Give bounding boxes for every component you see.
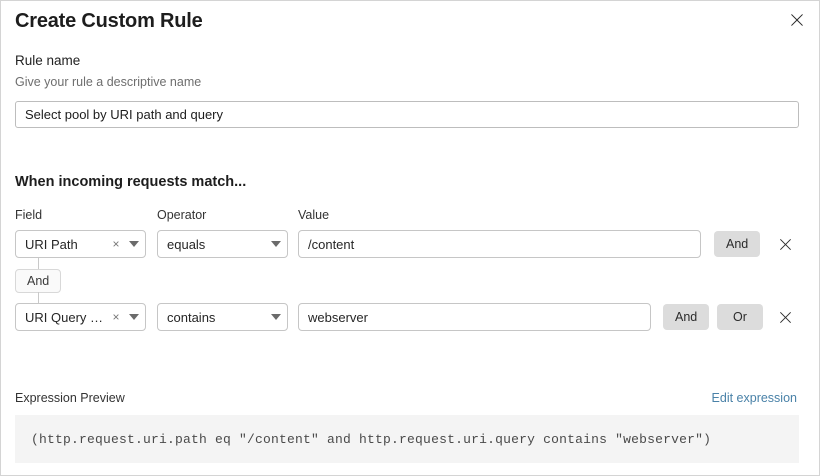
connector-line-top <box>38 258 39 270</box>
column-header-field: Field <box>15 208 43 222</box>
and-button-row-2[interactable]: And <box>663 304 710 330</box>
remove-condition-button-1[interactable] <box>773 231 797 257</box>
close-icon[interactable] <box>784 7 810 33</box>
field-select-2[interactable]: URI Query St... × <box>15 303 146 331</box>
close-icon-glyph <box>779 311 791 323</box>
operator-select-2[interactable]: contains <box>157 303 288 331</box>
match-section-heading: When incoming requests match... <box>15 174 247 190</box>
clear-icon[interactable]: × <box>112 237 120 251</box>
chevron-down-icon[interactable] <box>123 241 145 247</box>
close-icon-glyph <box>779 238 791 250</box>
expression-preview-box: (http.request.uri.path eq "/content" and… <box>15 415 799 463</box>
column-header-operator: Operator <box>157 208 207 222</box>
clear-icon[interactable]: × <box>112 310 120 324</box>
column-header-value: Value <box>298 208 330 222</box>
condition-row: URI Query St... × contains And Or <box>1 303 820 331</box>
operator-select-1[interactable]: equals <box>157 230 288 258</box>
rule-name-label: Rule name <box>15 53 81 68</box>
value-input-1[interactable] <box>298 230 701 258</box>
chevron-down-icon[interactable] <box>265 241 287 247</box>
dialog-title: Create Custom Rule <box>15 10 203 32</box>
condition-row: URI Path × equals And <box>1 230 820 258</box>
chevron-down-icon[interactable] <box>123 314 145 320</box>
operator-select-1-label: equals <box>167 236 206 252</box>
and-button-row-1[interactable]: And <box>714 231 761 257</box>
rule-name-help-text: Give your rule a descriptive name <box>15 75 202 89</box>
chevron-down-icon[interactable] <box>265 314 287 320</box>
close-icon-glyph <box>791 14 803 26</box>
rule-name-input[interactable] <box>15 101 799 128</box>
field-select-1[interactable]: URI Path × <box>15 230 146 258</box>
field-select-1-label: URI Path <box>25 236 78 252</box>
group-connector-and-badge[interactable]: And <box>15 269 62 293</box>
connector-line-bottom <box>38 292 39 303</box>
value-input-2[interactable] <box>298 303 651 331</box>
expression-preview-label: Expression Preview <box>15 391 125 405</box>
operator-select-2-label: contains <box>167 309 216 325</box>
field-select-2-label: URI Query St... <box>25 309 109 325</box>
expression-preview-text: (http.request.uri.path eq "/content" and… <box>31 431 712 447</box>
remove-condition-button-2[interactable] <box>773 304 797 330</box>
or-button-row-2[interactable]: Or <box>717 304 763 330</box>
edit-expression-link[interactable]: Edit expression <box>711 391 797 405</box>
